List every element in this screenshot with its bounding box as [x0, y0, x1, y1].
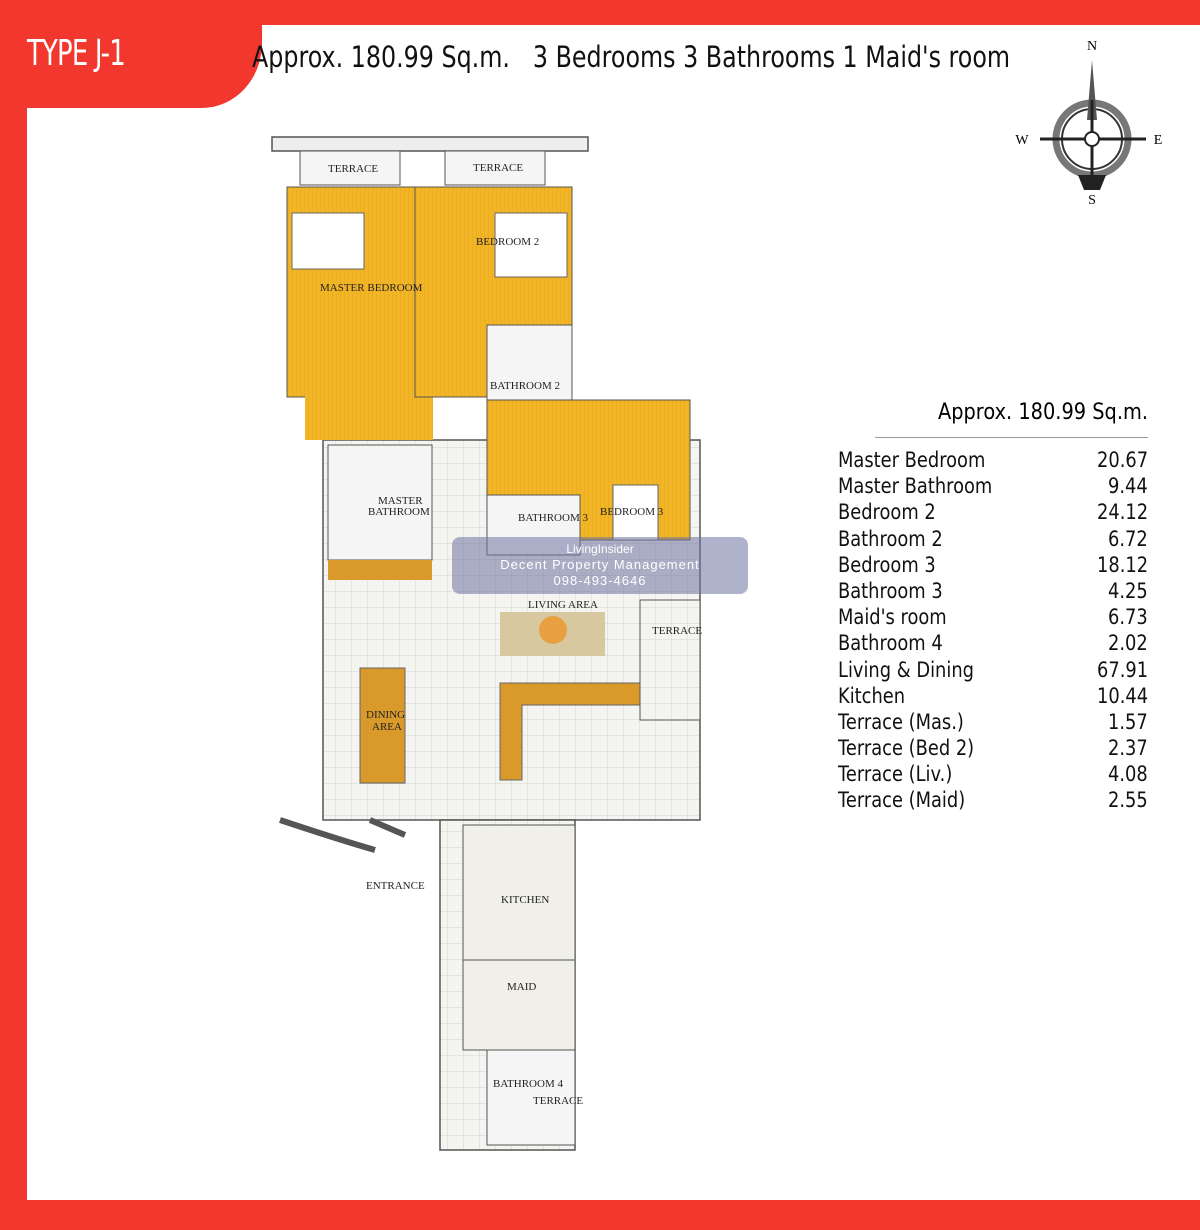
label-kitchen: KITCHEN: [501, 894, 549, 906]
dining-table: [359, 667, 406, 784]
area-value: 67.91: [1096, 657, 1148, 682]
master-bath-strip: [328, 560, 432, 580]
label-bathroom-2: BATHROOM 2: [490, 380, 560, 392]
area-room: Bathroom 3: [838, 578, 943, 603]
area-row: Master Bathroom 9.44: [838, 474, 1148, 500]
compass-s: S: [1088, 193, 1096, 208]
type-tab: TYPE J-1: [0, 0, 262, 108]
headline: Approx. 180.99 Sq.m. 3 Bedrooms 3 Bathroo…: [252, 40, 1033, 74]
label-entrance: ENTRANCE: [366, 880, 425, 892]
area-value: 24.12: [1096, 500, 1148, 525]
area-value: 4.25: [1108, 578, 1148, 603]
area-value: 2.37: [1108, 736, 1148, 761]
compass-w: W: [1015, 133, 1029, 148]
headline-rooms: 3 Bedrooms 3 Bathrooms 1 Maid's room: [532, 40, 1011, 74]
master-bedroom-lower: [305, 300, 433, 440]
area-value: 4.08: [1108, 762, 1148, 787]
area-row: Bathroom 2 6.72: [838, 527, 1148, 553]
label-bathroom-3: BATHROOM 3: [518, 512, 588, 524]
area-room: Terrace (Mas.): [838, 709, 964, 734]
label-terrace-maid: TERRACE: [533, 1095, 583, 1107]
area-row: Terrace (Bed 2) 2.37: [838, 736, 1148, 762]
watermark: LivingInsider Decent Property Management…: [452, 537, 748, 594]
area-row: Living & Dining 67.91: [838, 658, 1148, 684]
label-maid: MAID: [507, 981, 536, 993]
label-bedroom-3: BEDROOM 3: [600, 506, 664, 518]
area-row: Bathroom 4 2.02: [838, 631, 1148, 657]
area-value: 2.02: [1108, 631, 1148, 656]
bathroom-4: [486, 1049, 576, 1146]
area-row: Terrace (Mas.) 1.57: [838, 710, 1148, 736]
area-room: Terrace (Liv.): [838, 762, 953, 787]
area-total: Approx. 180.99 Sq.m.: [875, 400, 1148, 438]
area-room: Master Bedroom: [838, 448, 986, 472]
compass-icon: N S E W: [1015, 39, 1162, 208]
terrace-living: [639, 599, 701, 721]
maid-room: [462, 959, 576, 1051]
label-bedroom-2: BEDROOM 2: [476, 236, 539, 248]
watermark-phone: 098-493-4646: [553, 573, 647, 588]
label-terrace-living: TERRACE: [652, 625, 702, 637]
area-row: Terrace (Liv.) 4.08: [838, 762, 1148, 788]
area-room: Terrace (Bed 2): [838, 736, 975, 761]
compass-e: E: [1154, 133, 1163, 148]
label-bathroom-4: BATHROOM 4: [493, 1078, 563, 1090]
area-row: Bedroom 3 18.12: [838, 553, 1148, 579]
area-room: Bathroom 4: [838, 631, 943, 656]
master-bathroom: [327, 444, 433, 561]
area-row: Bedroom 2 24.12: [838, 500, 1148, 526]
area-value: 6.72: [1108, 526, 1148, 551]
entrance-door: [279, 817, 407, 853]
unit-type: TYPE J-1: [27, 33, 126, 74]
area-room: Bedroom 3: [838, 552, 936, 577]
label-master-bathroom-2: BATHROOM: [368, 506, 430, 518]
label-terrace-master: TERRACE: [328, 163, 378, 175]
area-room: Master Bathroom: [838, 474, 993, 499]
area-row: Master Bedroom 20.67: [838, 448, 1148, 474]
label-living-area: LIVING AREA: [528, 599, 598, 611]
area-room: Maid's room: [838, 605, 947, 630]
area-room: Bedroom 2: [838, 500, 936, 525]
area-row: Bathroom 3 4.25: [838, 579, 1148, 605]
bed-2: [494, 212, 568, 278]
area-room: Terrace (Maid): [838, 788, 966, 813]
kitchen: [462, 824, 576, 961]
terrace-bed2: [444, 150, 546, 186]
area-value: 6.73: [1108, 605, 1148, 630]
headline-area: Approx. 180.99 Sq.m.: [252, 40, 510, 74]
compass-n: N: [1087, 39, 1097, 54]
area-value: 20.67: [1096, 448, 1148, 472]
area-value: 2.55: [1108, 788, 1148, 813]
area-room: Bathroom 2: [838, 526, 943, 551]
bed-3: [612, 484, 659, 541]
label-terrace-bed2: TERRACE: [473, 162, 523, 174]
area-row: Maid's room 6.73: [838, 605, 1148, 631]
terrace-master: [299, 150, 401, 186]
bed-master: [291, 212, 365, 270]
area-value: 9.44: [1108, 474, 1148, 499]
label-master-bathroom-1: MASTER: [378, 495, 423, 507]
area-room: Kitchen: [838, 683, 906, 708]
area-room: Living & Dining: [838, 657, 974, 682]
area-value: 18.12: [1096, 552, 1148, 577]
label-master-bedroom: MASTER BEDROOM: [320, 282, 423, 294]
watermark-company: Decent Property Management: [500, 557, 700, 572]
area-row: Terrace (Maid) 2.55: [838, 788, 1148, 814]
area-value: 10.44: [1096, 683, 1148, 708]
area-table: Approx. 180.99 Sq.m. Master Bedroom 20.67…: [838, 400, 1148, 815]
living-table: [539, 616, 567, 644]
area-value: 1.57: [1108, 709, 1148, 734]
label-dining-1: DINING: [366, 709, 405, 721]
label-dining-2: AREA: [372, 721, 402, 733]
watermark-brand: LivingInsider: [566, 542, 634, 556]
area-row: Kitchen 10.44: [838, 684, 1148, 710]
